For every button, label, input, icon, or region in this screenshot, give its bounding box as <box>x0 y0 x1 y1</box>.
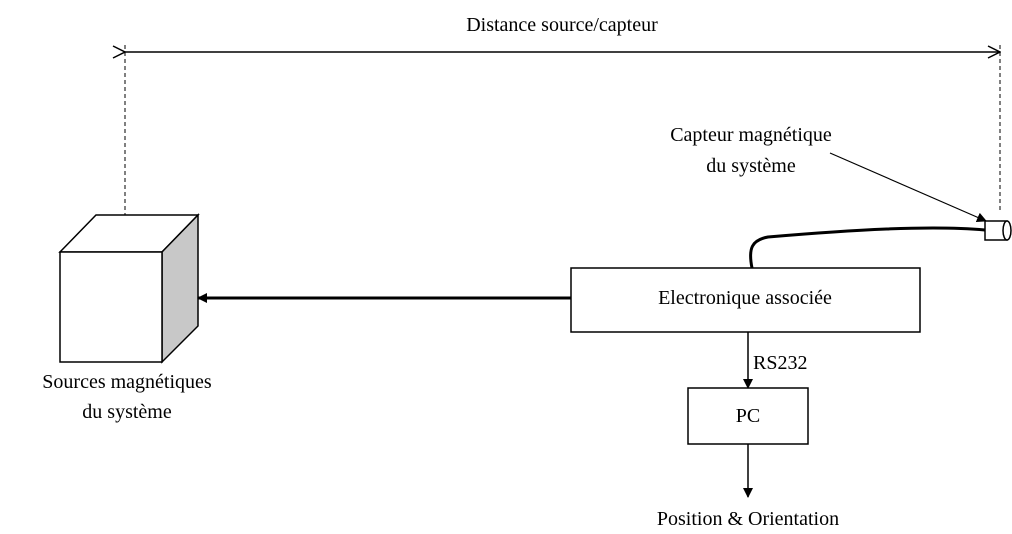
pc-box-frame <box>687 387 809 445</box>
electronics-box-frame <box>570 267 921 333</box>
pc-box: PC <box>687 387 809 445</box>
sensor-pointer-arrow <box>829 152 987 222</box>
source-label-line2: du système <box>82 401 172 423</box>
rs232-label: RS232 <box>753 352 807 374</box>
sensor-cable <box>749 226 986 269</box>
output-label: Position & Orientation <box>657 508 839 530</box>
magnetic-source-cube <box>58 213 200 364</box>
distance-indicator: Distance source/capteur <box>125 14 1000 215</box>
sensor-icon <box>984 220 1012 241</box>
distance-label: Distance source/capteur <box>466 14 658 36</box>
pc-label: PC <box>736 405 760 427</box>
electronics-box: Electronique associée <box>570 267 921 333</box>
source-label-line1: Sources magnétiques <box>42 371 212 393</box>
cube-front-face <box>59 251 163 363</box>
sensor-label-line1: Capteur magnétique <box>670 124 832 146</box>
sensor-label-line2: du système <box>706 155 796 177</box>
electronics-label: Electronique associée <box>658 287 832 309</box>
